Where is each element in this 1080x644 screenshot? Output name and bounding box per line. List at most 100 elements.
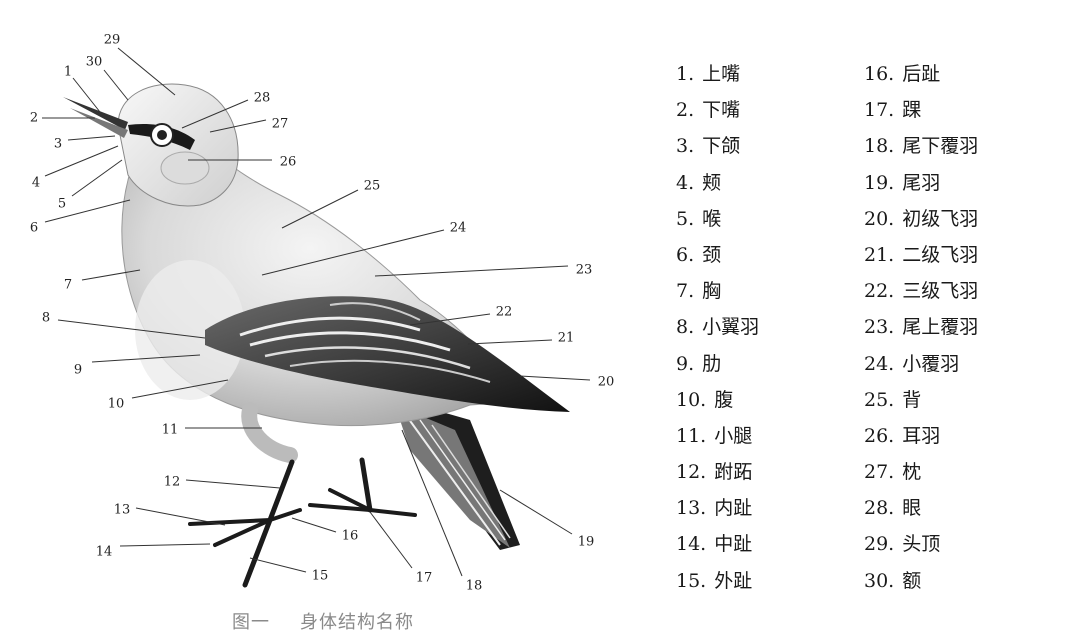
leader-line xyxy=(185,479,281,489)
part-number-label: 27 xyxy=(272,117,289,132)
part-number-label: 12 xyxy=(164,475,181,490)
legend-item-number: 1. xyxy=(676,63,695,85)
legend-item: 29. 头顶 xyxy=(864,526,1054,562)
legend-item: 1. 上嘴 xyxy=(676,56,866,92)
leader-line xyxy=(519,375,591,381)
legend-item-number: 25. xyxy=(864,388,895,411)
wing-shape xyxy=(205,296,570,412)
part-number-label: 21 xyxy=(558,331,575,346)
part-number-label: 25 xyxy=(364,179,381,194)
legend-item-number: 15. xyxy=(676,569,707,592)
legend-item-number: 24. xyxy=(864,352,895,375)
legend-item-name: 二级飞羽 xyxy=(902,243,979,266)
leader-line xyxy=(135,507,226,526)
legend-item-number: 16. xyxy=(864,63,895,85)
legend-item: 12.跗跖 xyxy=(676,454,866,490)
legend-item: 25.背 xyxy=(864,382,1054,418)
tail-shape xyxy=(395,400,520,550)
leader-line xyxy=(72,77,101,113)
part-number-label: 28 xyxy=(254,91,271,106)
legend-item-name: 尾羽 xyxy=(902,171,941,194)
legend-item: 27.枕 xyxy=(864,454,1054,490)
part-number-label: 30 xyxy=(86,55,103,70)
legend-item-name: 耳羽 xyxy=(902,424,941,447)
legend-item: 5. 喉 xyxy=(676,201,866,237)
part-number-label: 13 xyxy=(114,503,131,518)
legend-item-number: 7. xyxy=(676,280,695,303)
legend-item-number: 4. xyxy=(676,171,695,194)
legend-item: 21. 二级飞羽 xyxy=(864,237,1054,273)
beak-shape xyxy=(63,97,128,138)
legend-item: 19.尾羽 xyxy=(864,165,1054,201)
leader-line xyxy=(181,99,249,129)
leader-line xyxy=(374,265,569,277)
caption-title: 身体结构名称 xyxy=(300,612,414,633)
legend-item-number: 22. xyxy=(864,280,895,303)
bird-illustration: 1234567891011121314151617181920212223242… xyxy=(30,33,615,594)
part-number-label: 4 xyxy=(32,176,40,191)
legend-item: 22. 三级飞羽 xyxy=(864,273,1054,309)
legend-item-name: 尾上覆羽 xyxy=(902,316,979,339)
legend-item: 28.眼 xyxy=(864,490,1054,526)
legend-item-name: 初级飞羽 xyxy=(902,207,979,230)
legend-item: 9.肋 xyxy=(676,346,866,382)
legend-item: 2.下嘴 xyxy=(676,92,866,128)
part-number-label: 7 xyxy=(64,278,72,293)
legend-item-number: 21. xyxy=(864,243,895,266)
leader-line xyxy=(44,145,119,177)
legend-item-name: 中趾 xyxy=(714,533,753,556)
legend-item-name: 腹 xyxy=(714,388,734,411)
legend-item-name: 三级飞羽 xyxy=(902,280,979,303)
legend-item: 6.颈 xyxy=(676,237,866,273)
legend-item: 18.尾下覆羽 xyxy=(864,128,1054,164)
part-number-label: 14 xyxy=(96,545,113,560)
leader-line xyxy=(291,517,337,533)
legend-item-name: 头顶 xyxy=(902,533,941,556)
legend-item-number: 14. xyxy=(676,533,707,556)
legend-item-number: 30. xyxy=(864,569,895,592)
legend-item-name: 眼 xyxy=(902,497,922,520)
part-number-label: 5 xyxy=(58,197,66,212)
legend-item: 26. 耳羽 xyxy=(864,418,1054,454)
leader-line xyxy=(281,189,359,229)
legend-item: 14. 中趾 xyxy=(676,526,866,562)
legend-item: 16.后趾 xyxy=(864,56,1054,92)
legend-item-number: 23. xyxy=(864,316,895,339)
leader-line xyxy=(81,269,141,281)
part-number-label: 2 xyxy=(30,111,38,126)
legend-item-name: 上嘴 xyxy=(702,63,741,85)
part-number-label: 16 xyxy=(342,529,359,544)
part-number-label: 8 xyxy=(42,311,50,326)
legend-item-number: 5. xyxy=(676,207,695,230)
legend-item-name: 颊 xyxy=(702,171,722,194)
part-number-label: 11 xyxy=(162,423,179,438)
legend-item: 15.外趾 xyxy=(676,563,866,599)
leader-line xyxy=(91,354,201,363)
legend-item-name: 额 xyxy=(902,569,922,592)
legend-item-number: 27. xyxy=(864,461,895,484)
legend-item: 17.踝 xyxy=(864,92,1054,128)
part-number-label: 20 xyxy=(598,375,615,390)
part-number-label: 19 xyxy=(578,535,595,550)
part-number-label: 9 xyxy=(74,363,82,378)
legend-item-number: 6. xyxy=(676,243,695,266)
part-number-label: 3 xyxy=(54,137,62,152)
part-number-label: 1 xyxy=(64,65,72,80)
legend-item-name: 喉 xyxy=(702,207,722,230)
leader-line xyxy=(261,229,445,276)
part-number-label: 24 xyxy=(450,221,467,236)
leader-line xyxy=(71,159,123,197)
leader-line xyxy=(249,557,307,573)
legend-item: 20. 初级飞羽 xyxy=(864,201,1054,237)
legend-item-number: 26. xyxy=(864,424,895,447)
leader-line xyxy=(131,379,229,399)
legend-item: 30. 额 xyxy=(864,563,1054,599)
legend-item-number: 20. xyxy=(864,207,895,230)
legend-item-number: 2. xyxy=(676,99,695,122)
legend-item-number: 29. xyxy=(864,533,895,556)
legend-item: 7.胸 xyxy=(676,273,866,309)
legend-item-name: 肋 xyxy=(702,352,722,375)
leader-line xyxy=(119,543,211,547)
